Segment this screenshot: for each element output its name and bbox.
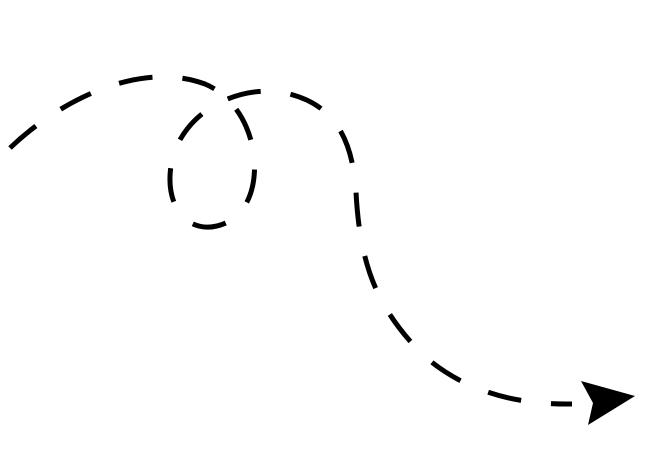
arrowhead-icon: [581, 381, 635, 425]
dashed-arrow-path: [8, 74, 573, 407]
